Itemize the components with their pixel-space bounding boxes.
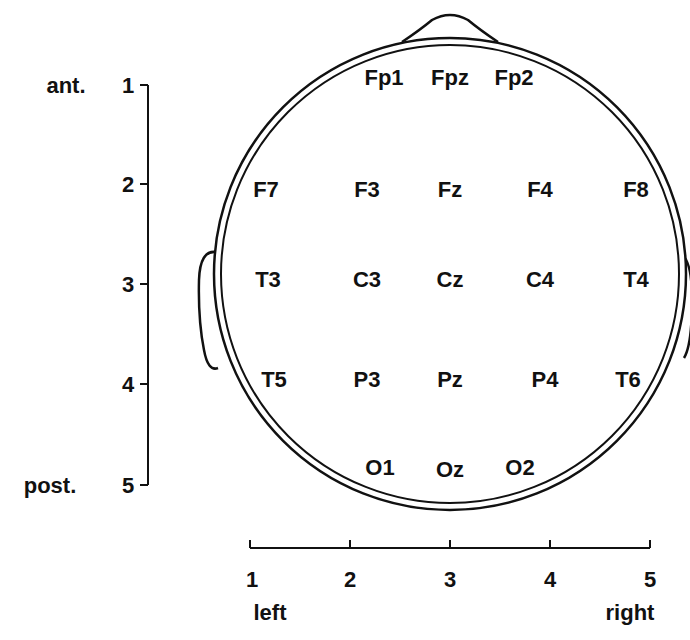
axis-number: 2 [121, 174, 135, 196]
axis-number: 5 [121, 475, 135, 497]
axis-title: right [605, 602, 656, 624]
electrode-label: Fz [437, 179, 463, 201]
electrode-label: T6 [614, 369, 642, 391]
axis-tick [140, 84, 148, 86]
electrode-label: O2 [504, 457, 535, 479]
electrode-label: T5 [260, 369, 288, 391]
axis-number: 1 [245, 569, 259, 591]
axis-tick [249, 540, 251, 548]
axis-tick [140, 183, 148, 185]
axis-title: post. [23, 475, 78, 497]
electrode-label: P3 [353, 369, 382, 391]
axis-number: 2 [343, 569, 357, 591]
axis-title: left [253, 602, 288, 624]
axis-tick [649, 540, 651, 548]
axis-number: 5 [643, 569, 657, 591]
electrode-label: Fp2 [493, 67, 534, 89]
axis-number: 4 [543, 569, 557, 591]
head-inner-ring [221, 45, 679, 503]
electrode-label: C3 [352, 269, 382, 291]
axis-number: 4 [121, 374, 135, 396]
axis-tick [140, 283, 148, 285]
electrode-label: Cz [436, 269, 465, 291]
axis-tick [449, 540, 451, 548]
electrode-label: T3 [254, 269, 282, 291]
electrode-label: Oz [435, 459, 465, 481]
axis-number: 1 [121, 75, 135, 97]
electrode-label: F3 [353, 179, 381, 201]
axis-tick [349, 540, 351, 548]
axis-number: 3 [443, 569, 457, 591]
electrode-label: T4 [622, 269, 650, 291]
electrode-label: P4 [531, 369, 560, 391]
axis-tick [549, 540, 551, 548]
electrode-label: F8 [622, 179, 650, 201]
electrode-label: F7 [252, 179, 280, 201]
axis-number: 3 [121, 274, 135, 296]
head-outer-ring [214, 38, 686, 510]
electrode-label: Fpz [430, 67, 470, 89]
electrode-label: C4 [525, 269, 555, 291]
electrode-label: O1 [364, 457, 395, 479]
electrode-label: Fp1 [363, 67, 404, 89]
axis-title: ant. [45, 75, 86, 97]
electrode-label: F4 [526, 179, 554, 201]
axis-tick [140, 383, 148, 385]
electrode-label: Pz [436, 369, 464, 391]
axis-tick [140, 484, 148, 486]
